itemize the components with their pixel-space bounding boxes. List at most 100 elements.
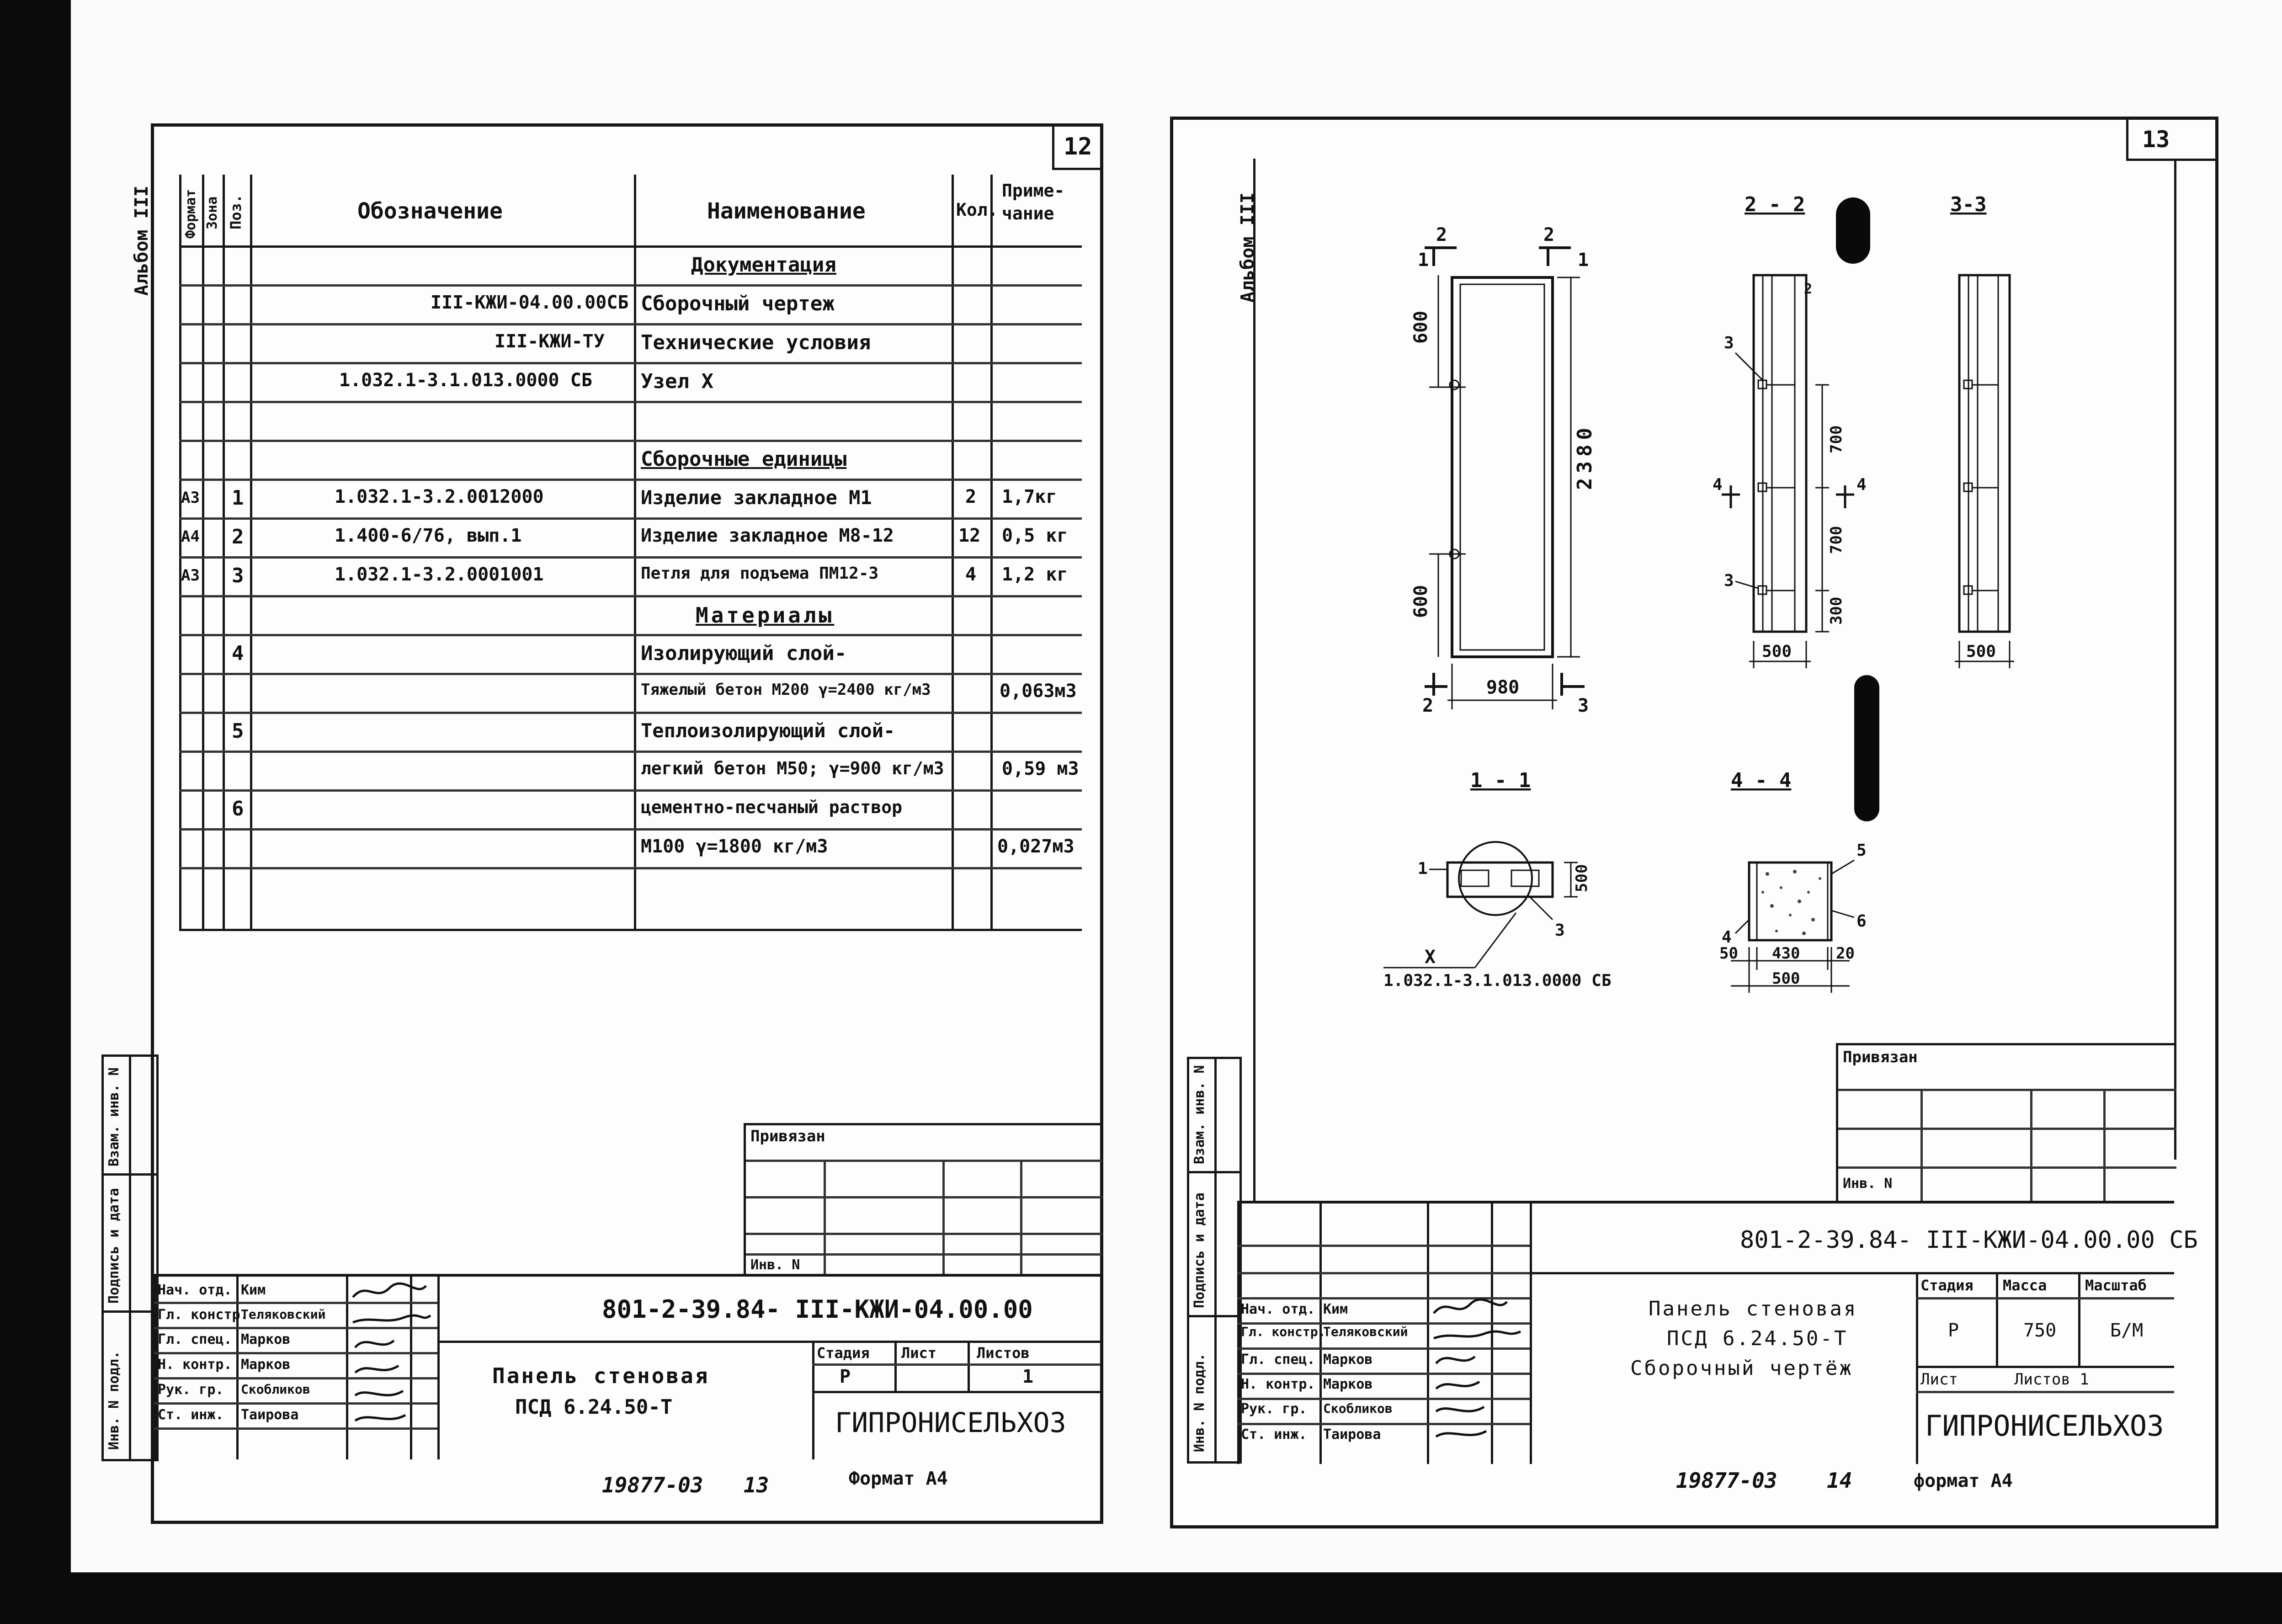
dim-500: 500 [1772, 969, 1800, 988]
dim-700a: 700 [1827, 426, 1846, 453]
section-mark-4a: 4 [1713, 475, 1723, 494]
signature-scribbles [352, 1282, 431, 1422]
role-label: Ст. инж. [158, 1407, 224, 1423]
row-name: Изделие закладное М8-12 [641, 525, 894, 546]
person-name: Теляковский [241, 1307, 326, 1322]
role-label: Гл. констр. [158, 1307, 249, 1323]
row-note: 1,7кг [1002, 486, 1057, 507]
row-format: A3 [181, 566, 200, 585]
callout-3a: 3 [1724, 334, 1734, 352]
privyazan-block: Привязан Инв. N [1836, 1043, 2176, 1203]
stage-label: Стадия [1920, 1277, 1973, 1294]
footer-page: 14 [1827, 1468, 1852, 1493]
role-label: Нач. отд. [158, 1282, 232, 1298]
sheets-label: Листов 1 [2014, 1370, 2089, 1389]
section-mark-2a: 2 [1436, 224, 1447, 245]
row-name: Изолирующий слой- [641, 642, 847, 665]
row-note: 0,5 кг [1002, 525, 1068, 546]
row-name: Тяжелый бетон М200 γ=2400 кг/м3 [641, 681, 931, 699]
row-name: Теплоизолирующий слой- [641, 719, 895, 742]
section-4-4-drawing [1731, 859, 1855, 993]
view-2-2: 2 - 2 [1745, 193, 1805, 216]
role-label: Гл. констр. [1241, 1324, 1326, 1339]
row-name: Сборочный чертеж [641, 292, 835, 315]
drawing-code: 801-2-39.84- III-КЖИ-04.00.00 СБ [1740, 1226, 2198, 1254]
person-name: Таирова [241, 1407, 299, 1423]
row-note: 0,063м3 [1000, 681, 1077, 702]
scan-blot [1854, 675, 1879, 821]
album-label: Альбом III [131, 186, 152, 296]
footer-format: Формат А4 [849, 1468, 948, 1489]
scan-edge-bottom [0, 1572, 2282, 1624]
organization: ГИПРОНИСЕЛЬХОЗ [1925, 1409, 2164, 1443]
person-name: Марков [241, 1331, 291, 1347]
panel-elevation [1425, 246, 1585, 709]
person-name: Теляковский [1323, 1324, 1408, 1339]
col-name: Наименование [707, 198, 866, 224]
row-pos: 6 [232, 797, 244, 820]
footer-format: формат А4 [1914, 1470, 2013, 1491]
privyazan-label: Привязан [750, 1127, 825, 1145]
right-sheet: 13 Альбом III [1170, 117, 2218, 1528]
side-label-signature-date: Подпись и дата [1192, 1193, 1207, 1308]
side-label-strip: Взам. инв. N Подпись и дата Инв. N подл. [1187, 1057, 1242, 1464]
role-label: Рук. гр. [158, 1382, 224, 1398]
callout-6: 6 [1856, 912, 1867, 931]
section-mark-1b: 1 [1578, 250, 1589, 271]
person-name: Марков [241, 1357, 291, 1373]
title-line-2: ПСД 6.24.50-Т [515, 1395, 673, 1419]
role-label: Гл. спец. [158, 1331, 232, 1347]
row-qty: 12 [958, 525, 981, 546]
row-format: A4 [181, 527, 200, 546]
callout-3b: 3 [1724, 571, 1734, 590]
row-designation: III-КЖИ-ТУ [495, 331, 605, 352]
view-1-1: 1 - 1 [1470, 769, 1531, 792]
person-name: Марков [1323, 1376, 1373, 1392]
callout-5: 5 [1856, 841, 1867, 860]
drawing-code: 801-2-39.84- III-КЖИ-04.00.00 [602, 1295, 1033, 1324]
side-label-strip: Взам. инв. N Подпись и дата Инв. N подл. [101, 1054, 159, 1461]
col-format: Формат [183, 189, 199, 239]
row-designation: 1.032.1-3.1.013.0000 СБ [339, 370, 592, 391]
col-pos: Поз. [227, 194, 245, 229]
privyazan-label: Привязан [1843, 1048, 1918, 1066]
side-label-inv-orig: Инв. N подл. [106, 1351, 122, 1450]
row-format: A3 [181, 489, 200, 507]
dim-20: 20 [1836, 944, 1855, 963]
col-designation: Обозначение [357, 198, 503, 224]
section-mark-4b: 4 [1856, 475, 1867, 494]
view-3-3: 3-3 [1950, 193, 1986, 216]
row-qty: 4 [965, 564, 977, 585]
node-x-label: X [1425, 947, 1436, 968]
inv-n-label: Инв. N [1843, 1176, 1893, 1192]
sheet-number: 13 [2142, 126, 2170, 153]
footer-code: 19877-03 [602, 1473, 703, 1497]
node-reference: 1.032.1-3.1.013.0000 СБ [1383, 971, 1612, 990]
row-name: Петля для подъема ПМ12-3 [641, 564, 879, 583]
side-label-signature-date: Подпись и дата [106, 1188, 122, 1304]
scan-blot [1836, 197, 1870, 264]
title-block: Нач. отд. Гл. констр. Гл. спец. Н. контр… [1237, 1201, 2198, 1464]
row-name: М100 γ=1800 кг/м3 [641, 836, 828, 857]
title-line-1: Панель стеновая [1649, 1297, 1858, 1320]
row-note: 1,2 кг [1002, 564, 1068, 585]
title-block: Нач. отд. Гл. констр. Гл. спец. Н. контр… [154, 1274, 1100, 1459]
scale-label: Масштаб [2085, 1277, 2147, 1294]
view-4-4: 4 - 4 [1731, 769, 1791, 792]
dim-s500: 500 [1573, 864, 1591, 892]
title-line-3: Сборочный чертёж [1630, 1357, 1853, 1380]
footer-page: 13 [744, 1473, 769, 1497]
stage-value: Р [1948, 1320, 1959, 1341]
dim-top: 600 [1410, 311, 1431, 344]
section-1-1-drawing [1383, 841, 1578, 969]
side-label-replace-inv: Взам. инв. N [106, 1067, 122, 1166]
row-designation: 1.032.1-3.2.0001001 [335, 564, 544, 585]
dim-430: 430 [1772, 944, 1800, 963]
dim-width: 980 [1486, 677, 1519, 698]
concrete-hatch [1761, 870, 1821, 935]
callout-4: 4 [1722, 928, 1732, 947]
row-name: Узел X [641, 370, 713, 393]
col-zone: Зона [204, 196, 220, 229]
section-mark-3: 3 [1578, 695, 1589, 716]
